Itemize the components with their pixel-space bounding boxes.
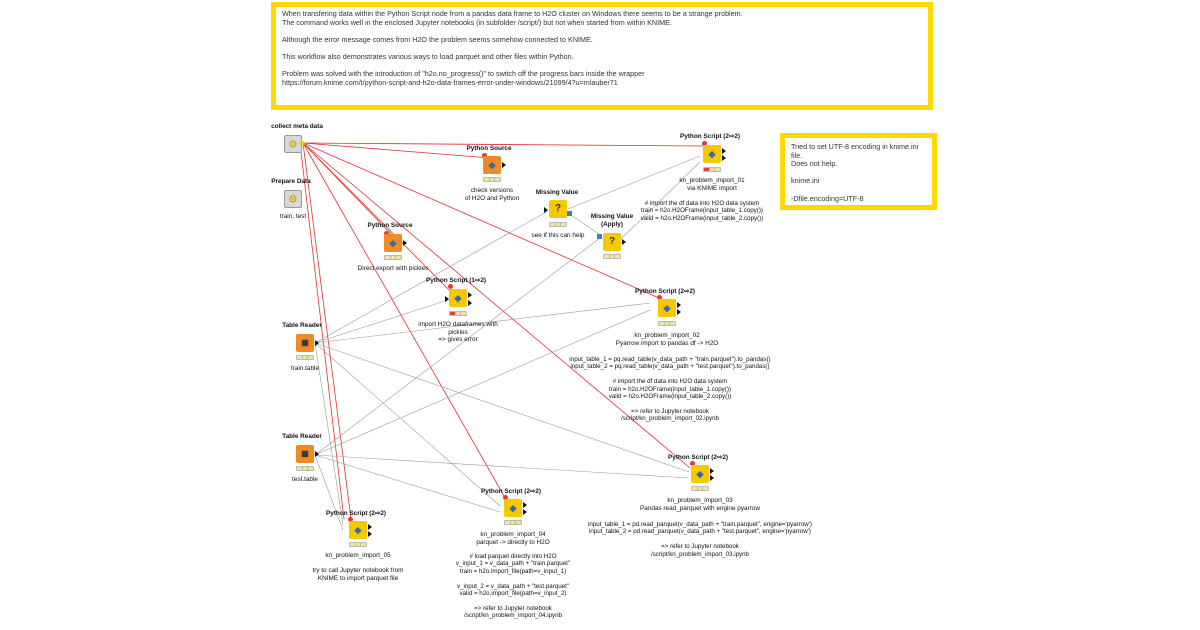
node-title: Python Source: [466, 145, 512, 152]
node-title: Python Script (2⇨2): [634, 288, 696, 295]
python-icon[interactable]: ◆: [449, 289, 467, 307]
status-traffic-light: [296, 355, 314, 360]
status-traffic-light: [483, 177, 501, 182]
node-title: Python Script (1⇨2): [425, 277, 487, 284]
node-title: Prepare Data: [271, 178, 311, 185]
status-traffic-light: [449, 311, 467, 316]
flow-input-port-icon: [690, 461, 695, 466]
status-traffic-light: [384, 255, 402, 260]
node-title: Table Reader: [282, 322, 322, 329]
node-caption: test.table: [292, 476, 318, 483]
python-icon[interactable]: ◆: [349, 521, 367, 539]
flow-input-port-icon: [482, 153, 487, 158]
main-annotation-text: When transfering data within the Python …: [282, 9, 743, 87]
node-caption: train, test: [279, 213, 307, 220]
output-port-icon[interactable]: [502, 162, 506, 168]
output-port-icon[interactable]: [677, 309, 681, 315]
python-icon[interactable]: ◆: [658, 299, 676, 317]
main-annotation: When transfering data within the Python …: [271, 2, 933, 110]
output-port-icon[interactable]: [622, 239, 626, 245]
python-icon[interactable]: ◆: [691, 465, 709, 483]
code-note-04: # load parquet directly into H2O v_input…: [455, 553, 571, 620]
python-icon[interactable]: ◆: [384, 234, 402, 252]
output-port-icon[interactable]: [710, 475, 714, 481]
output-port-icon[interactable]: [368, 524, 372, 530]
model-port-icon[interactable]: [567, 211, 572, 216]
input-port-icon[interactable]: [445, 296, 449, 302]
table-reader-icon[interactable]: ▦: [296, 334, 314, 352]
flow-input-port-icon: [503, 495, 508, 500]
output-port-icon[interactable]: [315, 451, 319, 457]
code-note-01: # import the df data into H2O data syste…: [640, 200, 764, 222]
node-caption: kn_problem_import_01 via KNIME import: [679, 177, 745, 192]
output-port-icon[interactable]: [403, 240, 407, 246]
python-icon[interactable]: ◆: [703, 145, 721, 163]
status-traffic-light: [549, 222, 567, 227]
node-caption: train.table: [290, 365, 320, 372]
node-caption: see if this can help: [531, 232, 585, 239]
status-traffic-light: [703, 167, 721, 172]
code-note-03: input_table_1 = pd.read_parquet(v_data_p…: [588, 521, 812, 558]
encoding-annotation-text: Tried to set UTF-8 encoding in knime.ini…: [791, 142, 919, 203]
node-title: collect meta data: [271, 123, 323, 130]
output-port-icon[interactable]: [368, 531, 372, 537]
node-caption: kn_problem_import_04 parquet -> directly…: [476, 531, 550, 546]
missing-value-icon[interactable]: ?: [549, 200, 567, 218]
status-traffic-light: [349, 542, 367, 547]
node-title: Python Script (2⇨2): [480, 488, 542, 495]
node-title: Python Script (2⇨2): [679, 133, 741, 140]
status-traffic-light: [504, 520, 522, 525]
output-port-icon[interactable]: [710, 468, 714, 474]
node-caption: kn_problem_import_03 Pandas read_parquet…: [639, 497, 761, 512]
node-title: Table Reader: [282, 433, 322, 440]
output-port-icon[interactable]: [468, 300, 472, 306]
output-port-icon[interactable]: [722, 148, 726, 154]
python-icon[interactable]: ◆: [504, 499, 522, 517]
encoding-annotation: Tried to set UTF-8 encoding in knime.ini…: [780, 133, 937, 210]
output-port-icon[interactable]: [315, 340, 319, 346]
metanode-icon[interactable]: ⊙: [284, 190, 302, 208]
node-title: Python Script (2⇨2): [667, 454, 729, 461]
wire-r2-script05: [314, 454, 344, 531]
output-port-icon[interactable]: [523, 502, 527, 508]
node-title: Missing Value (Apply): [590, 213, 634, 228]
flow-input-port-icon: [348, 517, 353, 522]
flow-input-port-icon: [657, 295, 662, 300]
output-port-icon[interactable]: [523, 509, 527, 515]
status-traffic-light: [691, 486, 709, 491]
output-port-icon[interactable]: [722, 155, 726, 161]
output-port-icon[interactable]: [468, 292, 472, 298]
node-title: Python Source: [367, 222, 413, 229]
code-note-02: input_table_1 = pq.read_table(v_data_pat…: [569, 356, 771, 423]
node-caption: kn_problem_import_02 Pyarrow import to p…: [615, 332, 719, 347]
python-icon[interactable]: ◆: [483, 156, 501, 174]
node-caption: check versions of H2O and Python: [464, 187, 520, 202]
flow-input-port-icon: [702, 141, 707, 146]
node-title: Python Script (2⇨2): [325, 510, 387, 517]
flow-input-port-icon: [448, 284, 453, 289]
input-port-icon[interactable]: [544, 207, 548, 213]
status-traffic-light: [603, 254, 621, 259]
model-input-port-icon[interactable]: [597, 234, 602, 239]
node-caption: import H2O dataframes with pickles => gi…: [418, 321, 498, 344]
output-port-icon[interactable]: [677, 302, 681, 308]
table-reader-icon[interactable]: ▦: [296, 445, 314, 463]
node-caption: Direct export with pickles: [357, 265, 429, 272]
status-traffic-light: [658, 321, 676, 326]
status-traffic-light: [296, 466, 314, 471]
node-title: Missing Value: [535, 189, 579, 196]
flow-input-port-icon: [384, 231, 389, 236]
node-caption: kn_problem_import_05 try to call Jupyter…: [312, 552, 404, 582]
missing-value-apply-icon[interactable]: ?: [603, 233, 621, 251]
flow-port-icon: [300, 141, 305, 146]
